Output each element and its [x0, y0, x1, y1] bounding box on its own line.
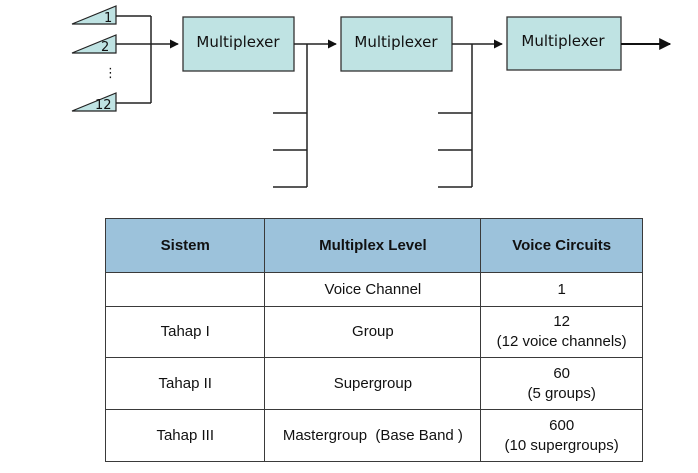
cell-sistem — [104, 272, 266, 307]
multiplexer-3-label: Multiplexer — [521, 32, 605, 50]
cell-circuits: 60 (5 groups) — [480, 357, 643, 410]
cell-level: Voice Channel — [264, 272, 482, 307]
input-ellipsis: ⋮ — [104, 66, 117, 81]
cell-circuits-note: (5 groups) — [527, 384, 596, 402]
input-bus — [116, 15, 179, 104]
input-channel-1-label: 1 — [104, 11, 112, 26]
cell-sistem: Tahap II — [104, 357, 266, 410]
table-row: Tahap I Group 12 (12 voice channels) — [104, 306, 643, 358]
cell-circuits: 1 — [480, 272, 643, 307]
cell-circuits-note: (10 supergroups) — [504, 436, 619, 454]
multiplexer-2-label: Multiplexer — [354, 33, 438, 51]
header-multiplex-level: Multiplex Level — [264, 218, 482, 273]
multiplexer-2: Multiplexer — [340, 16, 453, 72]
table-row: Tahap II Supergroup 60 (5 groups) — [104, 357, 643, 410]
cell-circuits-value: 1 — [557, 280, 566, 298]
multiplexer-1-label: Multiplexer — [196, 33, 280, 51]
table-row: Voice Channel 1 — [104, 272, 643, 307]
input-channel-12: 12 — [71, 92, 117, 113]
multiplex-hierarchy-table: Sistem Multiplex Level Voice Circuits Vo… — [104, 218, 643, 462]
input-channel-2-label: 2 — [101, 40, 109, 55]
cell-level: Mastergroup (Base Band ) — [264, 409, 482, 462]
link-mux2-mux3 — [438, 39, 503, 188]
cell-level: Supergroup — [264, 357, 482, 410]
cell-circuits-note: (12 voice channels) — [496, 333, 627, 350]
header-voice-circuits: Voice Circuits — [480, 218, 643, 273]
header-sistem: Sistem — [104, 218, 266, 273]
input-channel-1: 1 — [71, 5, 117, 26]
cell-level: Group — [264, 306, 482, 358]
cell-circuits: 12 (12 voice channels) — [480, 306, 643, 358]
multiplexer-1: Multiplexer — [182, 16, 295, 72]
multiplexer-3: Multiplexer — [506, 16, 622, 71]
cell-circuits-value: 60 — [553, 364, 570, 382]
link-mux1-mux2 — [273, 39, 337, 188]
cell-sistem: Tahap I — [104, 306, 266, 358]
input-channel-12-label: 12 — [95, 98, 112, 113]
multiplexing-diagram: 1 2 ⋮ 12 Multiplexer Multiplexer Multipl… — [71, 5, 672, 188]
table-row: Tahap III Mastergroup (Base Band ) 600 (… — [104, 409, 643, 462]
cell-circuits-value: 600 — [549, 416, 575, 434]
cell-sistem: Tahap III — [104, 409, 266, 462]
input-channel-2: 2 — [71, 34, 117, 55]
cell-circuits-value: 12 — [553, 313, 570, 330]
table-header-row: Sistem Multiplex Level Voice Circuits — [104, 218, 643, 273]
cell-circuits: 600 (10 supergroups) — [480, 409, 643, 462]
